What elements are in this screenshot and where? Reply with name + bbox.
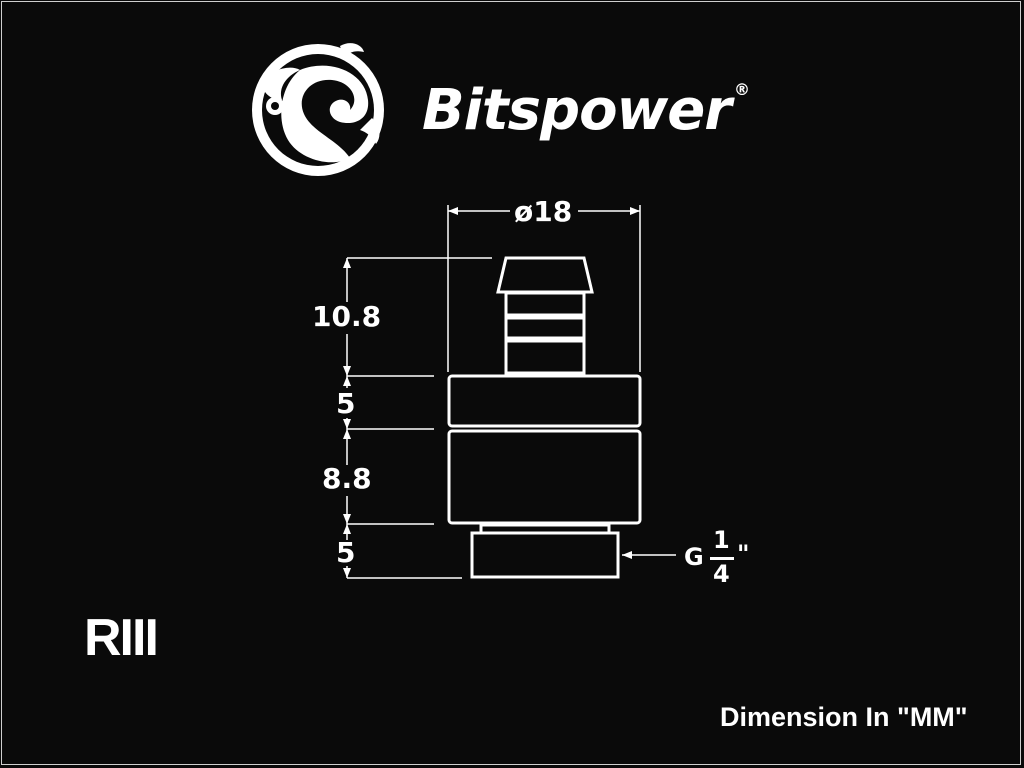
dimension-arrows [343, 207, 640, 578]
thread-denominator: 4 [713, 560, 730, 588]
brand-name: Bitspower [422, 78, 732, 143]
thread-prefix: G [684, 543, 704, 571]
fitting-outline [447, 256, 642, 579]
model-name: RIII [84, 609, 159, 667]
barb-ring-2 [504, 316, 586, 340]
units-note: Dimension In "MM" [720, 702, 968, 732]
body-height-label: 8.8 [322, 462, 372, 495]
main-body [447, 429, 642, 525]
diameter-label: ø18 [514, 195, 573, 228]
top-ring-height-label: 5 [336, 387, 356, 420]
hose-barb [496, 256, 594, 294]
top-ring [447, 374, 642, 428]
barb-ring-1 [504, 291, 586, 317]
barb-stem [504, 339, 586, 375]
thread-section [470, 531, 620, 579]
thread-suffix: " [737, 540, 750, 568]
fraction-bar [710, 557, 734, 560]
thread-numerator: 1 [713, 526, 730, 554]
barb-height-label: 10.8 [312, 300, 382, 333]
thread-height-label: 5 [336, 536, 356, 569]
registered-mark: ® [734, 80, 750, 99]
dragon-emblem-icon [252, 43, 384, 176]
